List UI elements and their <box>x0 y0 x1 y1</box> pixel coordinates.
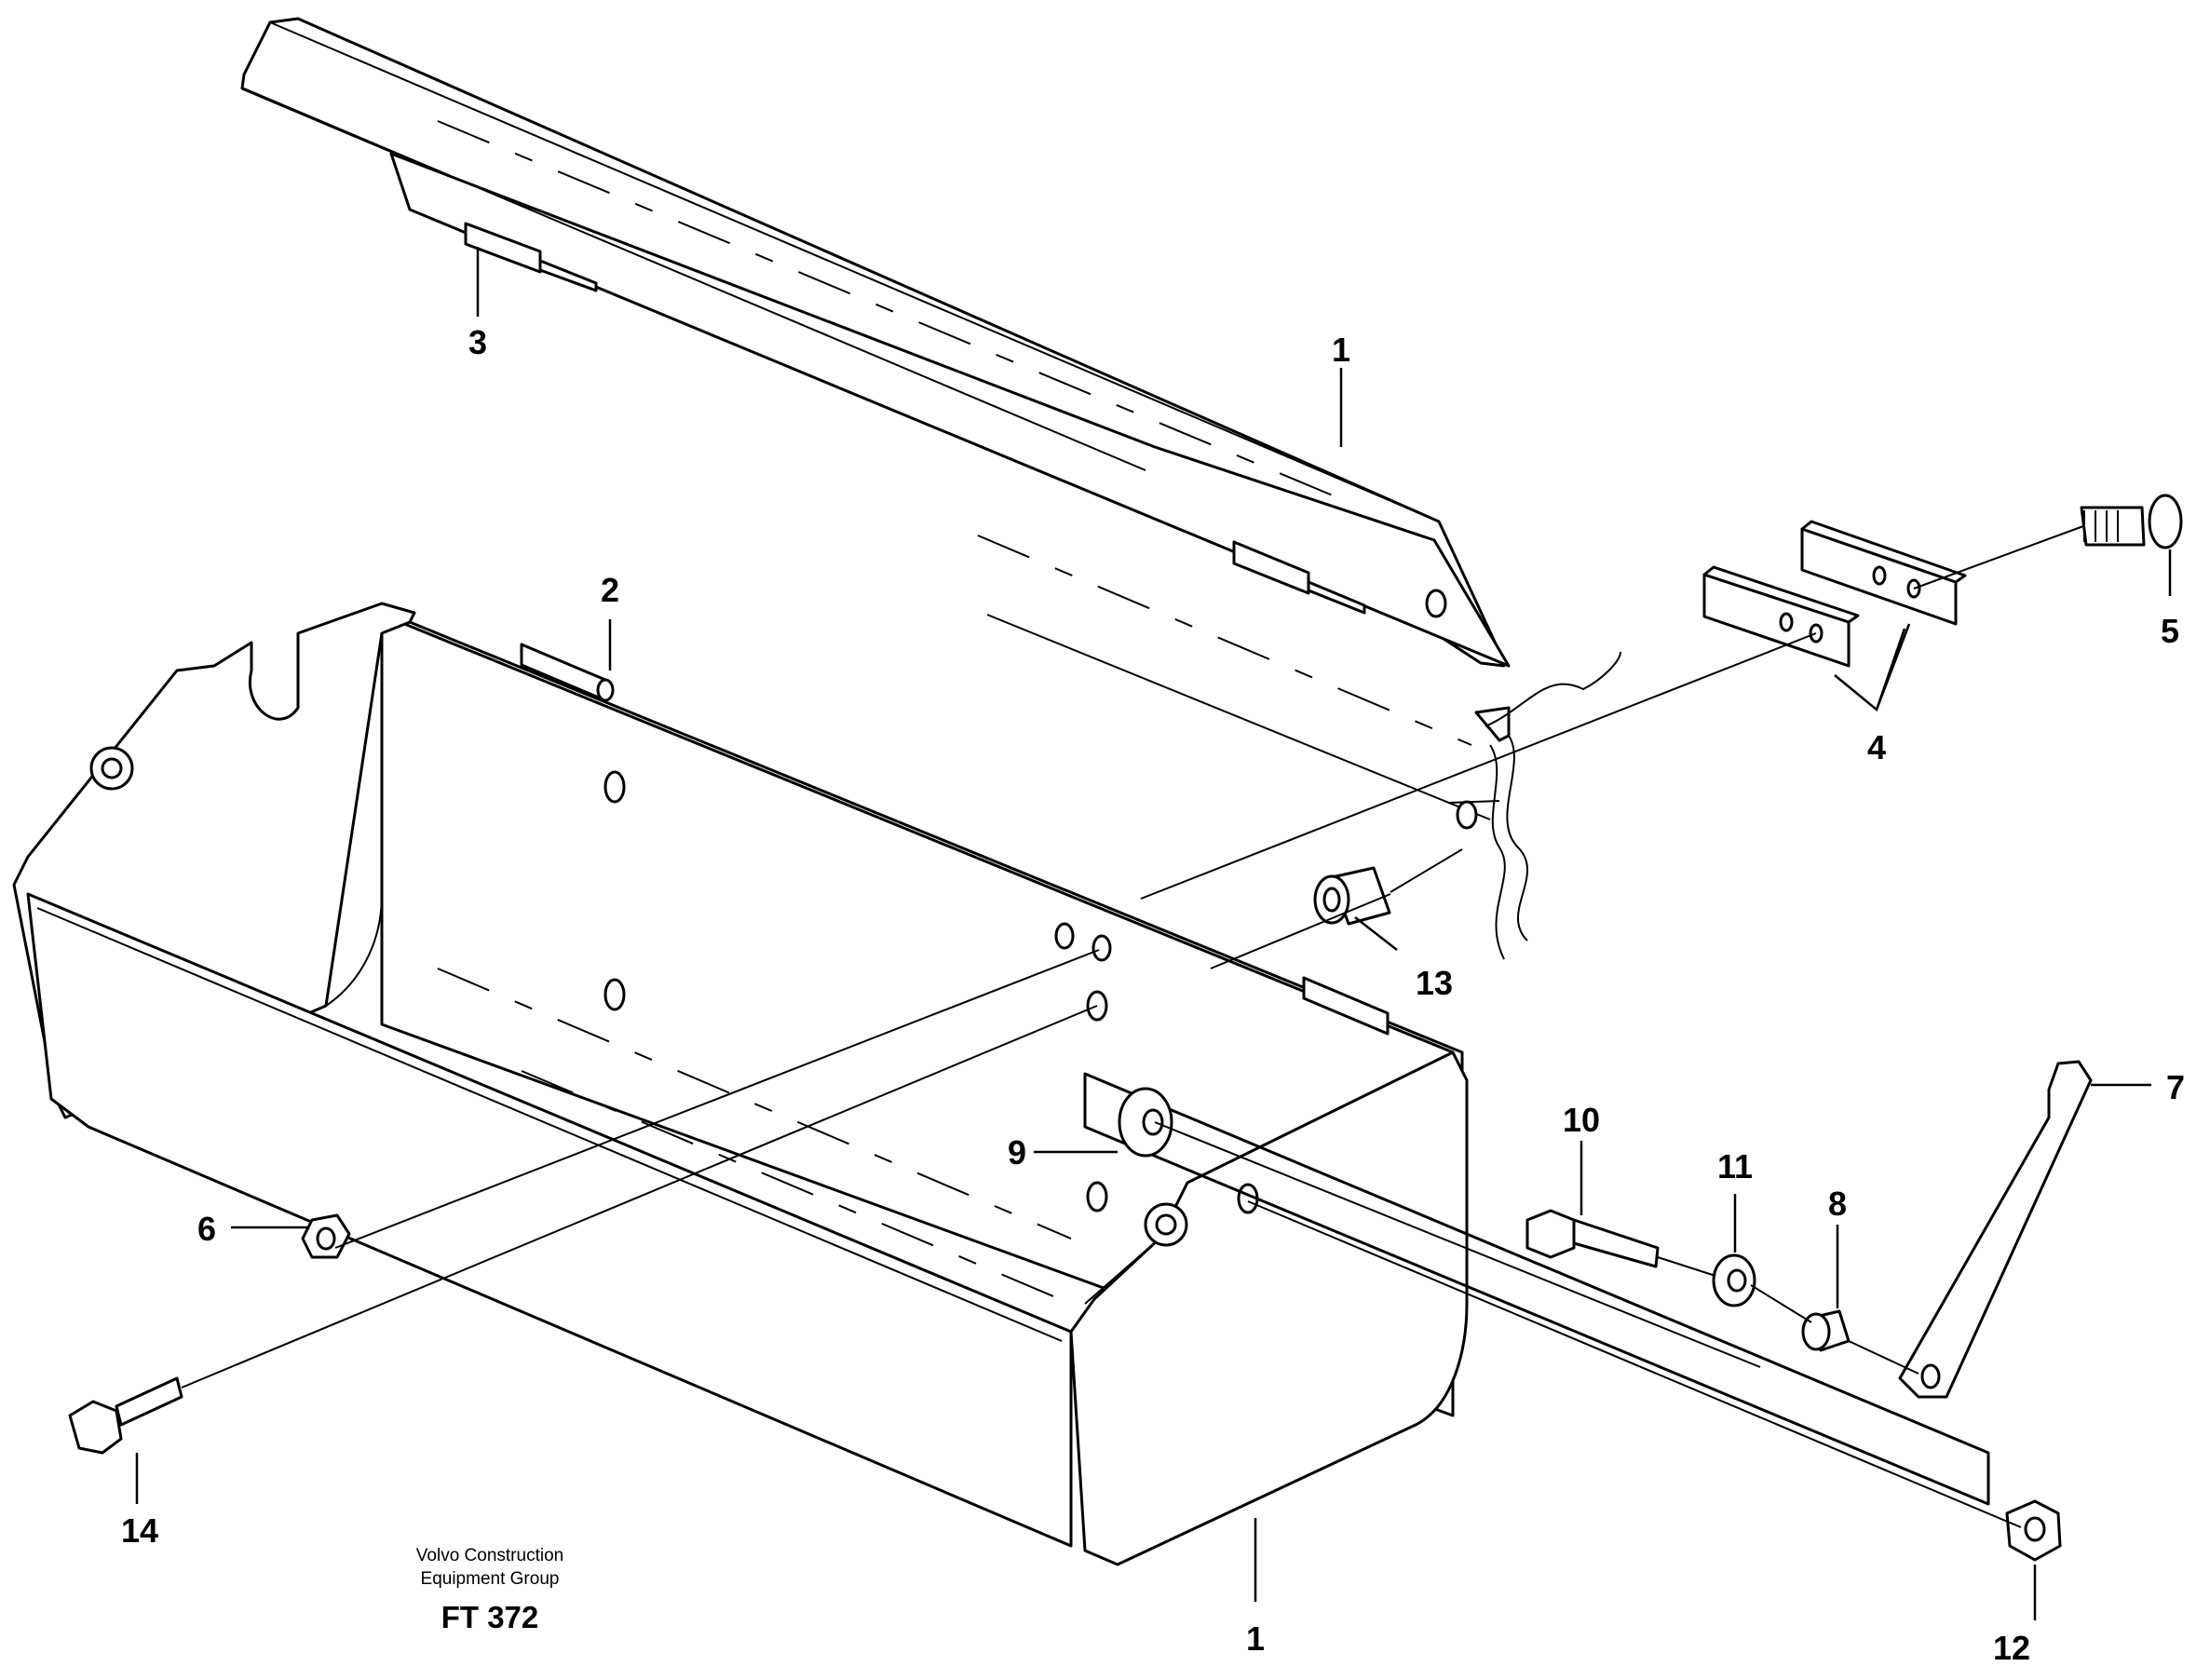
spacer-part-13 <box>1313 866 1391 926</box>
bolt-part-5 <box>2080 494 2183 549</box>
callout-1-top: 1 <box>1332 331 1350 369</box>
figure-id: FT 372 <box>441 1600 539 1634</box>
box-part <box>12 602 1990 1566</box>
credit-line-1: Volvo Construction <box>416 1546 563 1565</box>
brackets-part-4 <box>1702 520 1967 668</box>
callout-11: 11 <box>1717 1147 1753 1185</box>
callout-3: 3 <box>468 323 487 361</box>
callout-7: 7 <box>2166 1068 2185 1106</box>
washer-part-9 <box>1118 1087 1173 1158</box>
callout-14: 14 <box>121 1511 158 1550</box>
leader-lines <box>135 247 2172 1620</box>
frame-section <box>1447 651 1621 960</box>
callout-13: 13 <box>1416 964 1453 1002</box>
credit-line-2: Equipment Group <box>421 1569 560 1589</box>
callout-8: 8 <box>1828 1185 1847 1223</box>
callout-4: 4 <box>1867 728 1886 766</box>
spacer-part-8 <box>1801 1309 1851 1352</box>
bolt-part-14 <box>68 1376 183 1455</box>
callout-9: 9 <box>1008 1133 1026 1172</box>
callout-10: 10 <box>1563 1101 1600 1139</box>
assembly-lines <box>181 525 2084 1528</box>
callout-2: 2 <box>601 571 619 609</box>
bolt-part-10 <box>1525 1209 1660 1268</box>
lid-part <box>240 17 1511 820</box>
nut-part-12 <box>2005 1499 2062 1562</box>
callout-6: 6 <box>197 1210 216 1248</box>
bar-part-7 <box>1898 1060 2093 1399</box>
callout-5: 5 <box>2161 612 2179 650</box>
nut-part-6 <box>301 1213 351 1259</box>
callout-1-bottom: 1 <box>1246 1619 1265 1658</box>
callout-12: 12 <box>1993 1629 2030 1667</box>
washer-part-11 <box>1712 1253 1756 1307</box>
